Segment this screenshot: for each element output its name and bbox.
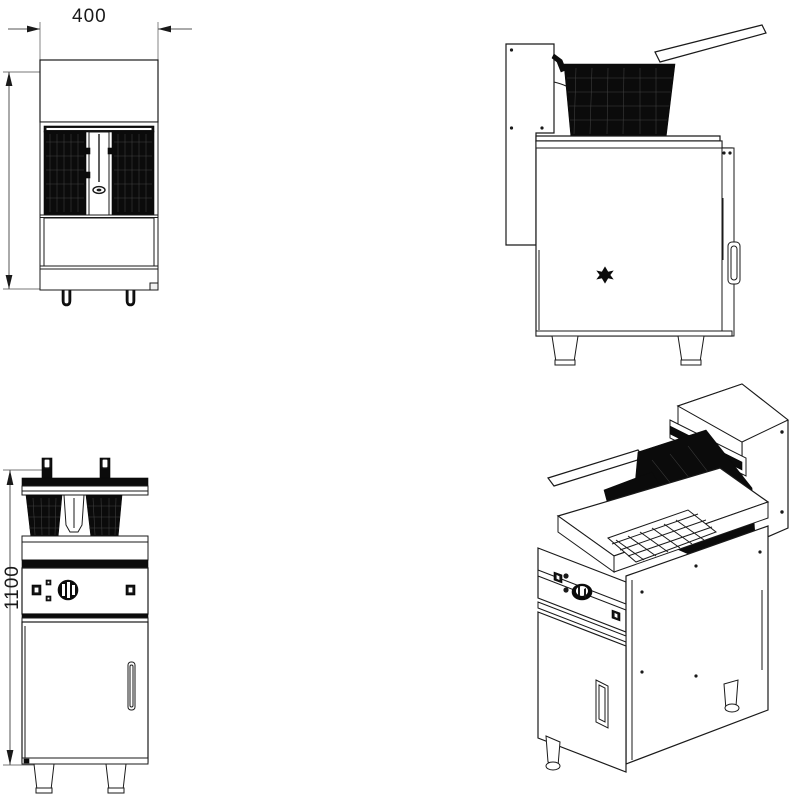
iso-cabinet-door: [537, 601, 627, 773]
iso-right-switch[interactable]: [611, 609, 621, 622]
indicator-top: [45, 579, 52, 586]
basket-left-top: [43, 130, 87, 216]
iso-door-handle[interactable]: [595, 679, 609, 729]
front-view-cabinet-door: [21, 613, 149, 763]
iso-left-switch[interactable]: [553, 571, 563, 584]
iso-thermostat-knob[interactable]: [571, 583, 593, 601]
front-view-legs: [21, 757, 149, 794]
cabinet-door-handle-side[interactable]: [727, 241, 741, 285]
front-view-hanger-rail: [21, 477, 149, 496]
right-switch[interactable]: [125, 584, 136, 596]
basket-right-front: [85, 494, 123, 539]
front-view-top-deck: [21, 535, 149, 569]
iso-right-face: [625, 525, 769, 765]
basket-handle-side: [654, 24, 767, 63]
basket-hanger-hook: [551, 53, 567, 73]
iso-legs: [545, 679, 740, 771]
view-side: [470, 20, 800, 370]
iso-indicator-top: [563, 573, 569, 579]
iso-element-rack: [607, 509, 718, 563]
view-top: 400: [0, 0, 200, 330]
view-isometric: [520, 380, 800, 800]
basket-side: [563, 63, 676, 139]
dimension-width-400: [8, 22, 192, 60]
top-view-center-channel: [85, 131, 113, 225]
side-view-splashback: [505, 43, 567, 246]
side-view-legs: [535, 330, 733, 366]
dimension-label-width: 400: [72, 6, 107, 27]
iso-view-svg: [537, 383, 789, 773]
dimension-depth-top: [3, 71, 44, 290]
thermostat-knob[interactable]: [57, 579, 79, 601]
left-switch[interactable]: [31, 584, 42, 596]
indicator-bottom: [45, 595, 52, 602]
side-view-fastener: [596, 266, 614, 284]
front-view-svg: [3, 457, 149, 794]
side-view-cabinet: [535, 135, 741, 337]
view-front: 1100: [0, 440, 200, 800]
side-view-svg: [505, 24, 767, 366]
top-view-base-frame: [39, 214, 159, 291]
top-view-svg: [3, 22, 192, 307]
basket-right-top: [111, 130, 155, 216]
basket-left-front: [25, 494, 63, 539]
oil-well-front: [63, 494, 85, 533]
dimension-label-height: 1100: [2, 565, 23, 610]
iso-indicator-bottom: [563, 587, 569, 593]
dimension-height-1100: [3, 469, 46, 766]
control-panel[interactable]: [21, 567, 149, 615]
cabinet-door-handle-front[interactable]: [127, 661, 136, 711]
